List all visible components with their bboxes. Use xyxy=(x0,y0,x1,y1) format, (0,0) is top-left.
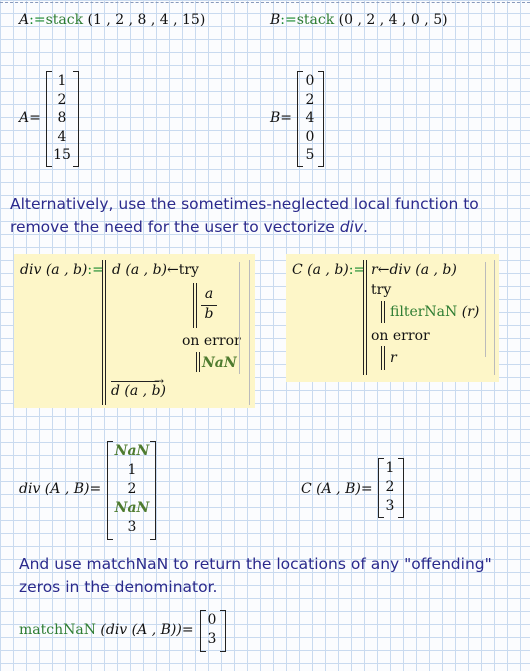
fraction-numerator: a xyxy=(204,286,214,302)
vectorize-arrow xyxy=(111,381,159,382)
assign-op: := xyxy=(280,12,297,28)
try-bar xyxy=(193,283,194,328)
stack-fn: stack xyxy=(296,12,335,28)
c-return-r: r xyxy=(390,350,397,366)
vectorize-arrowhead: → xyxy=(154,374,165,388)
matchnan-left-bracket xyxy=(200,610,206,652)
stack-fn: stack xyxy=(45,12,84,28)
a-result-matrix: 1 2 8 4 15 xyxy=(53,73,71,164)
a-left-bracket xyxy=(46,71,52,167)
try-right-bar xyxy=(239,262,240,374)
b-args: 0 , 2 , 4 , 0 , 5 xyxy=(344,12,443,28)
assign-op: := xyxy=(29,12,46,28)
fraction-denominator: b xyxy=(204,306,214,322)
b-result-label[interactable]: B= xyxy=(270,110,293,126)
program-right-bar xyxy=(249,260,250,405)
div-function-region[interactable] xyxy=(14,254,255,408)
c-program-right-bar xyxy=(494,260,495,375)
c-program-bar xyxy=(363,260,364,375)
a-result-label[interactable]: A= xyxy=(19,110,41,126)
b-definition[interactable]: B:=stack (0 , 2 , 4 , 0 , 5) xyxy=(270,12,448,28)
nan-value: NaN xyxy=(202,355,237,371)
c-eval-matrix: 1 2 3 xyxy=(385,460,395,514)
on-error-keyword: on error xyxy=(182,333,241,349)
c-on-error-keyword: on error xyxy=(371,328,430,344)
matchnan-eval-lhs[interactable]: matchNaN (div (A , B))= xyxy=(19,622,194,638)
c-eval-left-bracket xyxy=(378,458,384,518)
c-eval-lhs[interactable]: C (A , B)= xyxy=(301,481,373,497)
a-args: 1 , 2 , 8 , 4 , 15 xyxy=(92,12,200,28)
region-separator xyxy=(0,2,530,3)
a-definition[interactable]: A:=stack (1 , 2 , 8 , 4 , 15) xyxy=(19,12,206,28)
b-right-bracket xyxy=(318,71,324,167)
fraction-bar xyxy=(201,305,217,306)
b-var: B xyxy=(270,12,281,28)
c-program-bar-2 xyxy=(366,260,367,375)
matchnan-right-bracket xyxy=(220,610,226,652)
error-bar xyxy=(196,352,197,372)
c-try-bar xyxy=(381,301,382,323)
div-eval-lhs[interactable]: div (A , B)= xyxy=(19,481,102,497)
a-var: A xyxy=(19,12,30,28)
c-try-right-bar xyxy=(485,262,486,357)
filternan-fn: filterNaN xyxy=(390,304,458,320)
div-def-lhs: div (a , b):= xyxy=(20,262,104,278)
program-bar xyxy=(102,260,103,405)
error-bar-2 xyxy=(199,352,200,372)
explanation-text-2[interactable]: And use matchNaN to return the locations… xyxy=(19,555,492,596)
explanation-text-1[interactable]: Alternatively, use the sometimes-neglect… xyxy=(10,195,479,236)
program-bar-2 xyxy=(105,260,106,405)
c-eval-right-bracket xyxy=(398,458,404,518)
c-try-keyword: try xyxy=(371,282,392,298)
vectorized-call: d (a , b) xyxy=(111,383,166,399)
a-right-bracket xyxy=(73,71,79,167)
matchnan-fn: matchNaN xyxy=(19,622,96,638)
c-error-bar-2 xyxy=(384,346,385,370)
c-function-region[interactable] xyxy=(286,254,499,382)
try-bar-2 xyxy=(196,283,197,328)
matchnan-result-matrix: 0 3 xyxy=(207,612,217,647)
div-eval-left-bracket xyxy=(107,441,113,540)
b-result-matrix: 0 2 4 0 5 xyxy=(305,73,315,164)
filter-call: filterNaN (r) xyxy=(390,304,480,320)
c-try-bar-2 xyxy=(384,301,385,323)
b-left-bracket xyxy=(297,71,303,167)
r-assign-line[interactable]: r←div (a , b) xyxy=(371,262,457,278)
c-def-lhs: C (a , b):= xyxy=(292,262,366,278)
local-assign-line[interactable]: d (a , b)←try xyxy=(112,262,199,278)
div-eval-matrix: NaN 1 2 NaN 3 xyxy=(114,443,150,535)
c-error-bar xyxy=(381,346,382,370)
div-eval-right-bracket xyxy=(150,441,156,540)
